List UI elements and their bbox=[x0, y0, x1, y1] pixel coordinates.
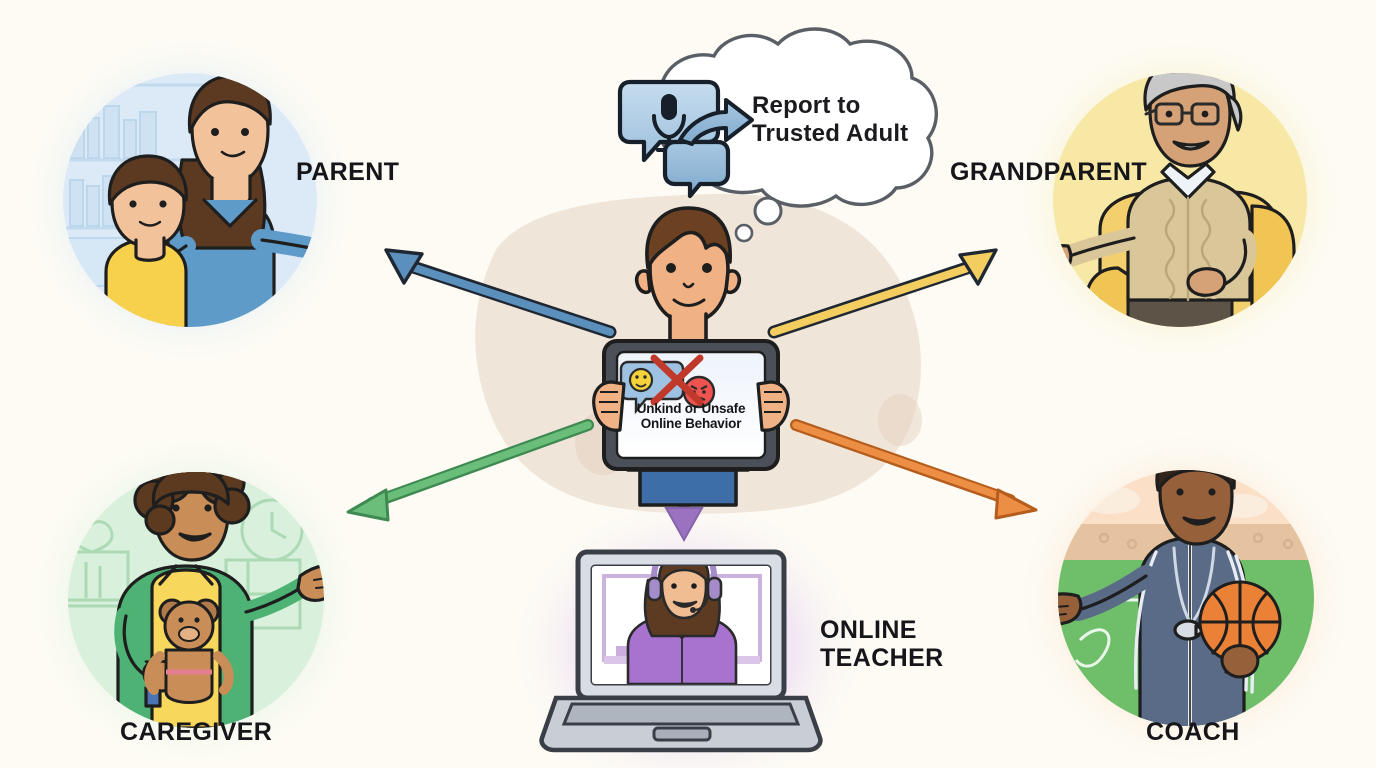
label-parent: PARENT bbox=[296, 158, 400, 186]
label-online-teacher: ONLINE TEACHER bbox=[820, 616, 944, 672]
tablet-caption: Unkind or Unsafe Online Behavior bbox=[636, 401, 746, 432]
label-grandparent: GRANDPARENT bbox=[950, 158, 1147, 186]
label-caregiver: CAREGIVER bbox=[120, 718, 273, 746]
figure-child bbox=[592, 206, 790, 507]
scene-online-teacher bbox=[539, 549, 823, 753]
thought-bubble-text: Report to Trusted Adult bbox=[752, 92, 909, 147]
report-microphone-icon bbox=[617, 79, 754, 199]
scene-grandparent bbox=[1053, 73, 1307, 327]
thought-bubble bbox=[617, 27, 938, 243]
scene-parent bbox=[63, 73, 317, 327]
arrow-to-parent bbox=[384, 248, 617, 339]
scene-caregiver bbox=[68, 472, 324, 728]
label-coach: COACH bbox=[1146, 718, 1240, 746]
arrow-to-grandparent bbox=[767, 248, 998, 339]
arrow-to-coach bbox=[790, 419, 1038, 520]
arrow-to-caregiver bbox=[346, 419, 594, 522]
tablet-icon-crossed-out-emoji bbox=[619, 354, 716, 415]
